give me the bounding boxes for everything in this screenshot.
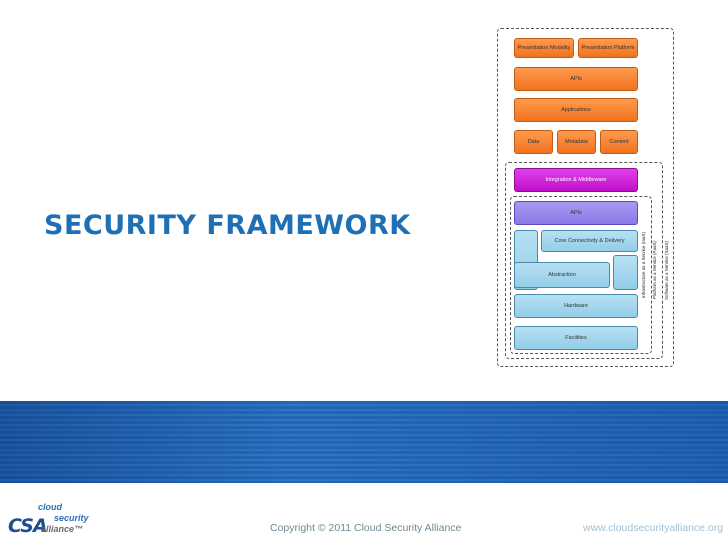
hardware-box: Hardware [514, 294, 638, 318]
iaas-container [510, 196, 652, 354]
slide-footer [0, 483, 728, 546]
apis-mid-box: APIs [514, 201, 638, 225]
apis-top-box: APIs [514, 67, 638, 91]
paas-container [505, 162, 663, 359]
presentation-modality-box: Presentation Modality [514, 38, 574, 58]
integration-middleware-box: Integration & Middleware [514, 168, 638, 192]
logo-alliance-text: alliance™ [41, 524, 84, 534]
iaas-label: Infrastructure as a Service (IaaS) [641, 231, 646, 299]
metadata-box: Metadata [557, 130, 596, 154]
saas-label: Software as a Service (SaaS) [664, 240, 669, 300]
content-box: Content [600, 130, 638, 154]
paas-label: Platform as a Service (PaaS) [652, 240, 657, 300]
csa-logo: CSA cloud security alliance™ [8, 502, 103, 541]
facilities-box: Facilities [514, 326, 638, 350]
copyright-text: Copyright © 2011 Cloud Security Alliance [270, 522, 462, 534]
slide-title: SECURITY FRAMEWORK [44, 210, 411, 241]
footer-url-link[interactable]: www.cloudsecurityalliance.org [583, 522, 724, 534]
presentation-platform-box: Presentation Platform [578, 38, 638, 58]
data-box: Data [514, 130, 553, 154]
cloud-stack-diagram: Presentation Modality Presentation Platf… [497, 28, 674, 367]
logo-cloud-text: cloud [38, 502, 62, 512]
logo-csa-text: CSA [8, 515, 48, 537]
saas-container [497, 28, 674, 367]
band-shading [0, 401, 728, 483]
applications-box: Applications [514, 98, 638, 122]
right-vertical-box [613, 255, 638, 290]
core-connectivity-box: Core Connectivity & Delivery [541, 230, 638, 252]
blue-stripe-band [0, 401, 728, 483]
logo-security-text: security [54, 513, 89, 523]
abstraction-box: Abstraction [514, 262, 610, 288]
